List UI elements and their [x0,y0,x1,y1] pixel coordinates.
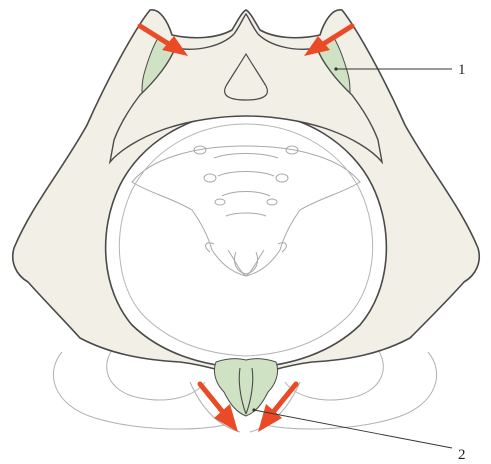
leader-line-2 [254,410,452,448]
pelvic-inlet-ring [119,124,372,356]
sacrum-coccyx-outline [132,146,360,276]
label-2: 2 [458,447,466,463]
label-1: 1 [458,62,466,78]
